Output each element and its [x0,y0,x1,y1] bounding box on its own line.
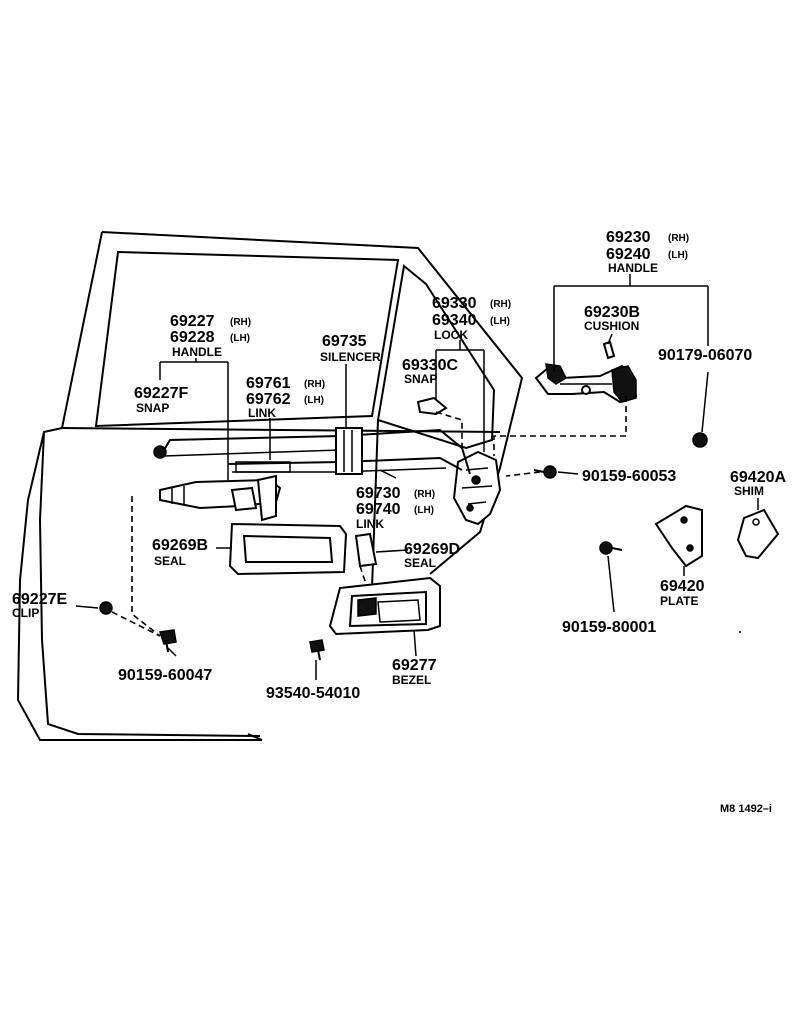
label-seal-d: 69269D SEAL [404,541,460,570]
shim-pn: 69420A [730,469,786,486]
handle-snap-pn: 69227F [134,385,188,402]
cushion-part [602,340,616,360]
label-silencer: 69735 SILENCER [320,333,381,364]
screw-93540-pn: 93540-54010 [266,685,360,702]
bolt-90179-part [692,432,708,448]
shim-name: SHIM [734,484,764,498]
label-shim: 69420A SHIM [730,469,786,498]
screw-60053-part [533,465,557,479]
lock-part [452,450,502,526]
seal-b-pn: 69269B [152,537,208,554]
lock-name: LOCK [434,328,468,342]
cushion-pn: 69230B [584,304,640,321]
lock-pn-lh: 69340 [432,312,477,329]
label-plate: 69420 PLATE [660,578,705,608]
plate-part [654,504,703,568]
dashed-connections [111,396,627,637]
link-upper-name: LINK [248,406,276,420]
label-seal-b: 69269B SEAL [152,537,208,568]
inner-handle-sfx-lh: (LH) [230,333,250,344]
diagram-reference-code: M8 1492–i [720,803,772,815]
screw-60053-pn: 90159-60053 [582,468,676,485]
screw-80001-pn: 90159-80001 [562,619,656,636]
link-lower-name: LINK [356,517,384,531]
link-upper-sfx-rh: (RH) [304,379,325,390]
inner-handle-pn-rh: 69227 [170,313,215,330]
bezel-pn: 69277 [392,657,437,674]
seal-d-part [354,532,378,568]
label-clip: 69227E CLIP [12,591,67,620]
label-link-lower: 69730 (RH) 69740 (LH) LINK [356,485,435,531]
inner-handle-pn-lh: 69228 [170,329,215,346]
plate-name: PLATE [660,594,698,608]
screw-60047-part [159,629,177,653]
shim-part [736,508,780,560]
label-cushion: 69230B CUSHION [584,304,640,333]
clip-name: CLIP [12,606,39,620]
label-outer-handle: 69230 (RH) 69240 (LH) HANDLE [606,229,689,275]
inner-handle-name: HANDLE [172,345,222,359]
screw-80001-part [599,541,623,555]
link-lower-sfx-lh: (LH) [414,505,434,516]
speck [739,631,741,633]
label-bezel: 69277 BEZEL [392,657,437,687]
inner-handle-sfx-rh: (RH) [230,317,251,328]
outer-handle-sfx-rh: (RH) [668,233,689,244]
leader-lines [75,274,759,680]
seal-d-pn: 69269D [404,541,460,558]
lock-sfx-rh: (RH) [490,299,511,310]
silencer-name: SILENCER [320,350,381,364]
link-lower-sfx-rh: (RH) [414,489,435,500]
outer-handle-name: HANDLE [608,261,658,275]
outer-handle-sfx-lh: (LH) [668,250,688,261]
label-handle-snap: 69227F SNAP [134,385,188,415]
door-outline [16,231,524,741]
clip-part [99,601,113,615]
link-upper-pn-rh: 69761 [246,375,291,392]
silencer-part [335,427,363,475]
clip-pn: 69227E [12,591,67,608]
silencer-pn: 69735 [322,333,367,350]
label-lock: 69330 (RH) 69340 (LH) LOCK [432,295,511,342]
lock-snap-pn: 69330C [402,357,458,374]
lock-pn-rh: 69330 [432,295,477,312]
screw-60047-pn: 90159-60047 [118,667,212,684]
screw-93540-part [309,639,325,661]
bezel-name: BEZEL [392,673,431,687]
label-inner-handle: 69227 (RH) 69228 (LH) HANDLE [170,313,251,359]
label-link-upper: 69761 (RH) 69762 (LH) LINK [246,375,325,420]
seal-d-name: SEAL [404,556,436,570]
links-rods [163,428,471,475]
link-lower-pn-rh: 69730 [356,485,401,502]
bolt-90179-pn: 90179-06070 [658,347,752,364]
lock-snap-name: SNAP [404,372,437,386]
link-upper-pn-lh: 69762 [246,391,291,408]
seal-b-part [228,522,348,576]
lock-sfx-lh: (LH) [490,316,510,327]
link-upper-sfx-lh: (LH) [304,395,324,406]
cushion-name: CUSHION [584,319,639,333]
plate-pn: 69420 [660,578,705,595]
outside-handle-part [534,363,638,404]
link-lower-pn-lh: 69740 [356,501,401,518]
seal-b-name: SEAL [154,554,186,568]
inside-handle-part [159,474,282,522]
handle-snap-part [153,445,167,459]
outer-handle-pn-rh: 69230 [606,229,651,246]
lock-snap-part [416,396,448,416]
outer-handle-pn-lh: 69240 [606,246,651,263]
bezel-part [328,576,441,636]
handle-snap-name: SNAP [136,401,169,415]
label-lock-snap: 69330C SNAP [402,357,458,386]
